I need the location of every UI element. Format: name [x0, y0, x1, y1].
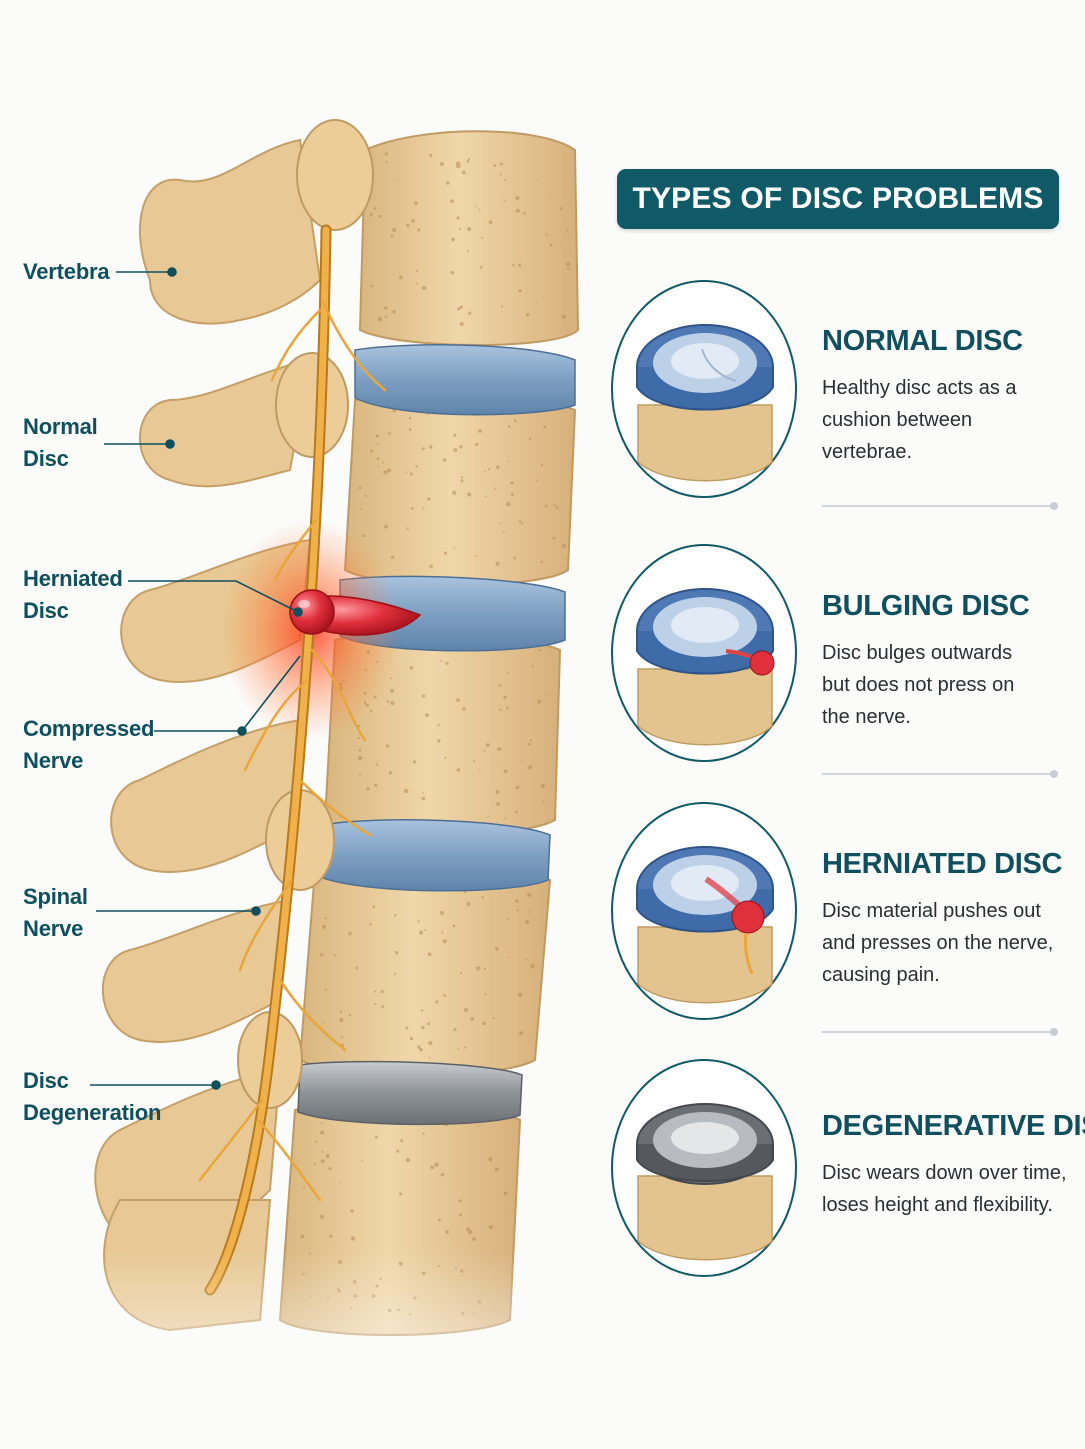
title-banner: TYPES OF DISC PROBLEMS	[617, 169, 1059, 229]
leader-lines	[90, 267, 303, 1090]
disc-normal-lower	[317, 819, 551, 892]
herniated-disc-icon	[611, 802, 797, 1020]
page-title: TYPES OF DISC PROBLEMS	[632, 182, 1044, 215]
card-divider	[822, 502, 1058, 510]
card-divider	[822, 1028, 1058, 1036]
vertebra-body-1	[358, 130, 580, 346]
card-desc-degenerative: Disc wears down over time,loses height a…	[822, 1162, 1067, 1216]
bone-texture	[300, 152, 570, 1316]
card-heading-normal: NORMAL DISC	[822, 325, 1023, 357]
disc-normal	[354, 344, 576, 416]
bulging-disc-icon	[611, 544, 797, 762]
card-heading-bulging: BULGING DISC	[822, 590, 1030, 622]
card-heading-herniated: HERNIATED DISC	[822, 848, 1063, 880]
spine-illustration	[0, 119, 600, 1449]
spinal-nerve	[198, 224, 387, 1296]
vertebra-body-2	[343, 393, 577, 586]
label-vertebra: Vertebra	[23, 259, 110, 284]
disc-degenerated	[297, 1060, 523, 1126]
card-heading-degenerative: DEGENERATIVE DISC	[822, 1110, 1085, 1142]
card-divider	[822, 770, 1058, 778]
herniation-bulge	[289, 589, 422, 636]
normal-disc-icon	[611, 280, 797, 498]
degenerative-disc-icon	[611, 1059, 797, 1277]
